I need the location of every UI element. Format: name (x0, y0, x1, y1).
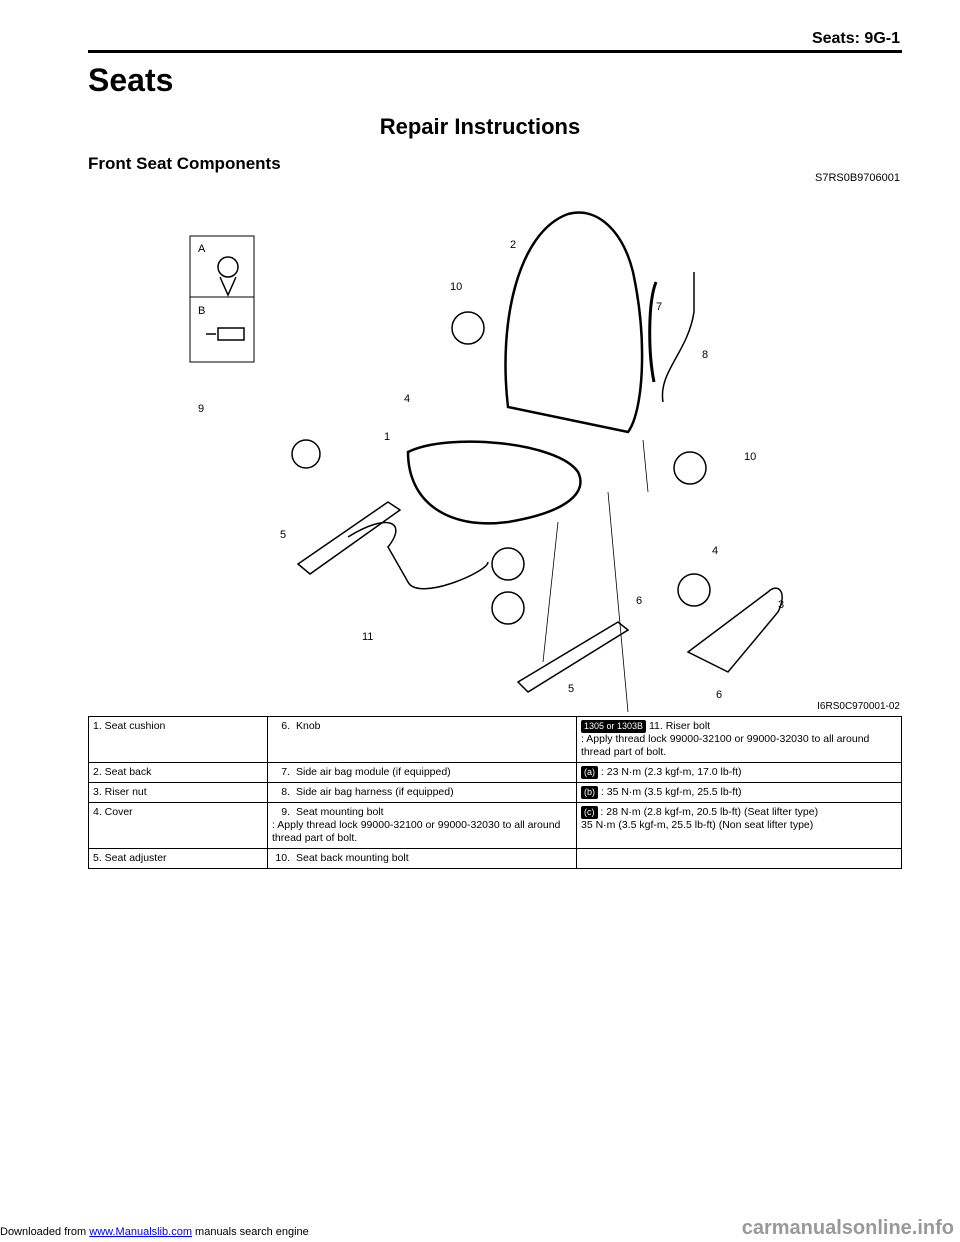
download-footer: Downloaded from www.Manualslib.com manua… (0, 1226, 309, 1238)
legend-cell: 1. Seat cushion (88, 716, 268, 763)
legend-cell: 10.Seat back mounting bolt (267, 848, 577, 869)
callout-B: B (198, 305, 205, 317)
callout-10: 10 (450, 281, 462, 293)
callout-1: 1 (384, 431, 390, 443)
callout-8: 8 (702, 349, 708, 361)
legend-cell: 4. Cover (88, 802, 268, 849)
page-title: Seats (88, 62, 174, 98)
legend-cell: 2. Seat back (88, 762, 268, 783)
figure-id: I6RS0C970001-02 (817, 701, 900, 712)
legend-cell: 6.Knob (267, 716, 577, 763)
callout-4: 4 (404, 393, 410, 405)
seat-components-diagram: 2 1 3 4 4 5 5 6 6 7 8 9 10 10 11 A B (189, 211, 784, 712)
callout-2: 2 (510, 239, 516, 251)
legend-cell: 7.Side air bag module (if equipped) (267, 762, 577, 783)
legend-cell (576, 848, 902, 869)
legend-cell: 3. Riser nut (88, 782, 268, 803)
callout-5: 5 (280, 529, 286, 541)
callout-7: 7 (656, 301, 662, 313)
section-title: Repair Instructions (379, 114, 581, 139)
callout-6b: 6 (716, 689, 722, 701)
callout-A: A (198, 243, 206, 255)
legend-cell: (a) : 23 N·m (2.3 kgf-m, 17.0 lb-ft) (576, 762, 902, 783)
symbol-badge: (a) (581, 766, 598, 779)
watermark: carmanualsonline.info (741, 1217, 954, 1239)
legend-cell: 8.Side air bag harness (if equipped) (267, 782, 577, 803)
header-rule (88, 50, 902, 53)
callout-5b: 5 (568, 683, 574, 695)
callout-9: 9 (198, 403, 204, 415)
running-header: Seats: 9G-1 (811, 30, 900, 47)
subsection-title: Front Seat Components (88, 154, 281, 173)
legend-cell: 5. Seat adjuster (88, 848, 268, 869)
doc-code: S7RS0B9706001 (814, 172, 900, 184)
callout-10b: 10 (744, 451, 756, 463)
callout-4b: 4 (712, 545, 718, 557)
callout-11: 11 (362, 631, 373, 643)
symbol-badge: (b) (581, 786, 598, 799)
legend-cell: (b) : 35 N·m (3.5 kgf-m, 25.5 lb-ft) (576, 782, 902, 803)
legend-cell: (c) : 28 N·m (2.8 kgf-m, 20.5 lb-ft) (Se… (576, 802, 902, 849)
manualslib-link[interactable]: www.Manualslib.com (89, 1226, 192, 1238)
callout-6: 6 (636, 595, 642, 607)
callout-3: 3 (778, 599, 784, 611)
symbol-badge: 1305 or 1303B (581, 720, 647, 733)
legend-cell: 1305 or 1303B 11. Riser bolt : Apply thr… (576, 716, 902, 763)
symbol-badge: (c) (581, 806, 598, 819)
legend-cell: 9.Seat mounting bolt : Apply thread lock… (267, 802, 577, 849)
